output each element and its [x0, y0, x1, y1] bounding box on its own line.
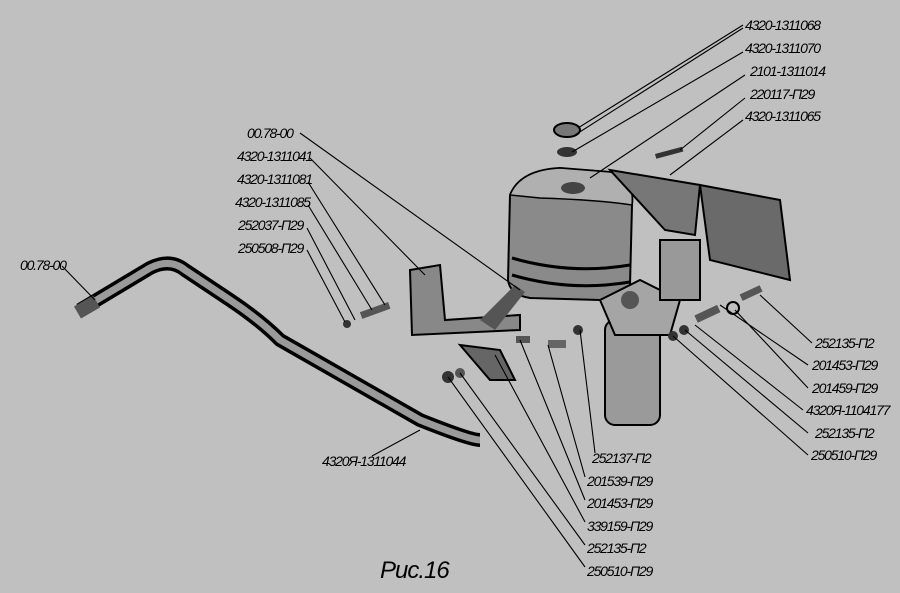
label-filler-neck: 2101-1311014 [749, 63, 826, 79]
label-screw-top: 220117-П29 [749, 86, 815, 102]
tank-drawing [506, 122, 634, 302]
bracket-drawing [408, 168, 792, 381]
label-b1: 252137-П2 [591, 450, 652, 466]
label-r3: 201459-П29 [811, 380, 879, 396]
label-r2: 201453-П29 [811, 357, 879, 373]
label-pipe: 4320Я-1311044 [322, 453, 407, 469]
label-nut-left: 252037-П29 [237, 217, 305, 233]
leader-lines [61, 24, 813, 568]
fasteners-drawing [343, 146, 763, 383]
pipe-drawing [73, 256, 481, 447]
label-r5: 252135-П2 [814, 425, 875, 441]
label-b5: 252135-П2 [586, 540, 647, 556]
label-bracket-top: 4320-1311065 [745, 108, 821, 124]
figure-caption: Рис.16 [380, 557, 450, 584]
label-hose-upper: 00.78-00 [247, 125, 294, 141]
label-hose-left: 00.78-00 [20, 257, 67, 273]
label-bracket-left: 4320-1311041 [237, 148, 312, 164]
label-washer-left: 250508-П29 [237, 240, 305, 256]
label-b6: 250510-П29 [586, 563, 654, 579]
label-b3: 201453-П29 [586, 495, 654, 511]
label-r1: 252135-П2 [814, 335, 875, 351]
label-r6: 250510-П29 [810, 447, 878, 463]
label-b4: 339159-П29 [587, 518, 654, 534]
filter-drawing [598, 278, 682, 426]
label-bolt-left-1: 4320-1311081 [237, 171, 312, 187]
label-b2: 201539-П29 [586, 473, 654, 489]
label-bolt-left-2: 4320-1311085 [235, 194, 311, 210]
label-r4: 4320Я-1104177 [806, 402, 892, 418]
label-cap-1: 4320-1311068 [745, 17, 821, 33]
label-cap-2: 4320-1311070 [745, 40, 821, 56]
